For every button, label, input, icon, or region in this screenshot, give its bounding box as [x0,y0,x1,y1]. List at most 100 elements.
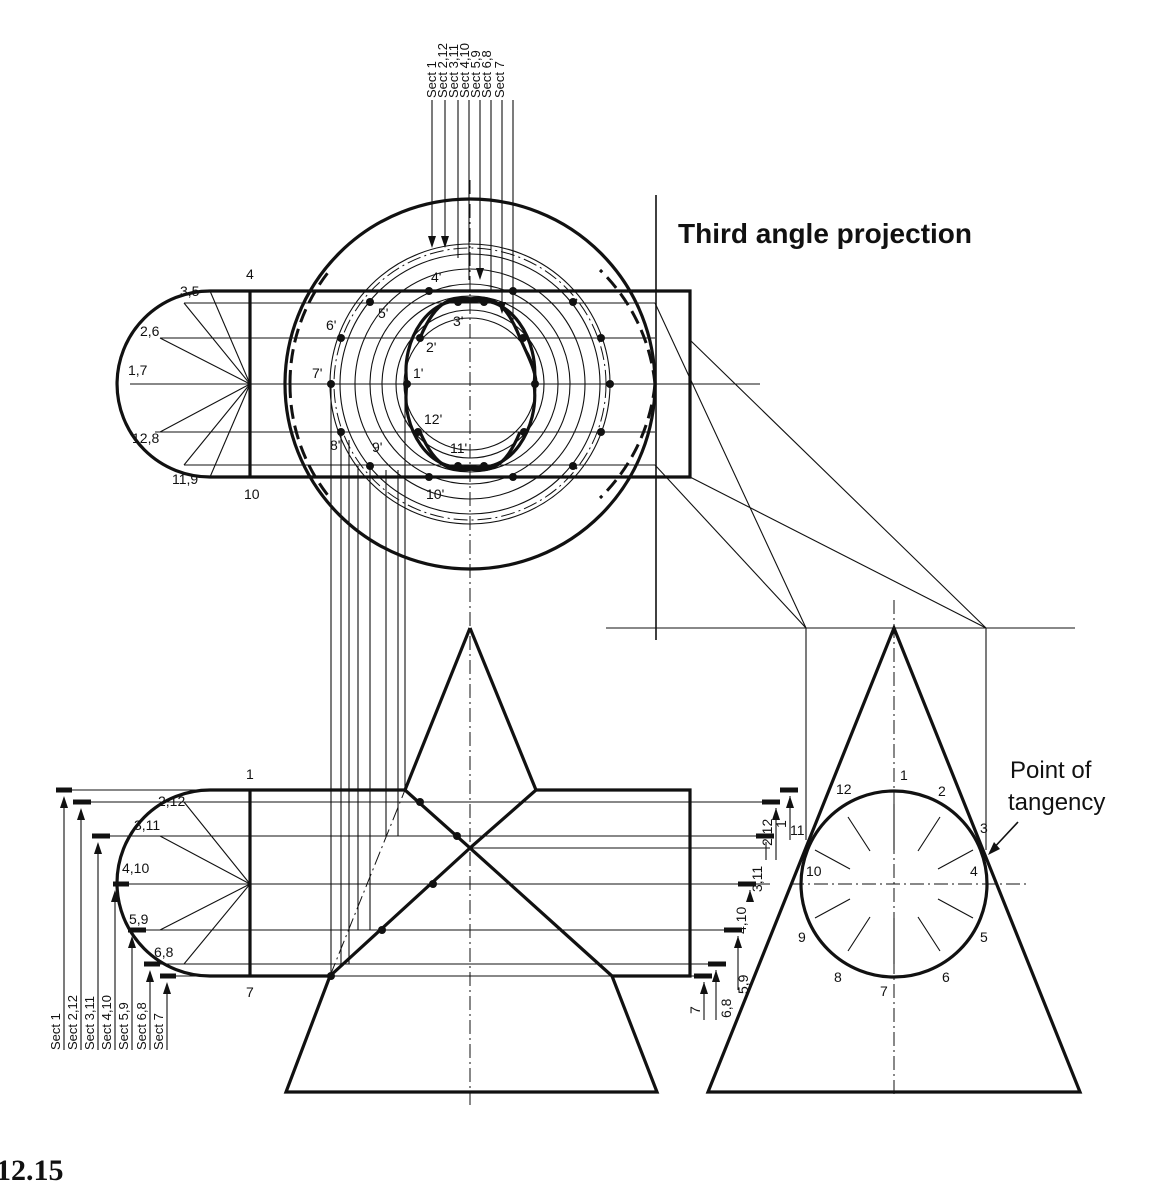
hidden-arc-left-lower [288,383,332,499]
fan-line [183,801,251,885]
right-label-5-9: 5,9 [735,974,751,994]
label-3p: 3' [453,313,463,329]
label-1-7: 1,7 [128,362,148,378]
label-2-6: 2,6 [140,323,160,339]
label-3-5: 3,5 [180,283,200,299]
front-label-5-9: 5,9 [129,911,149,927]
label-1p: 1' [413,365,423,381]
right-label-6-8: 6,8 [718,998,734,1018]
top-sect-label: Sect 5,9 [468,50,483,98]
end-label-9: 9 [798,929,806,945]
front-label-4-10: 4,10 [122,860,149,876]
top-sect-label: Sect 6,8 [479,50,494,98]
label-10: 10 [244,486,260,502]
label-8p: 8' [330,437,340,453]
label-10p: 10' [426,486,444,502]
note-point-of: Point of [1010,757,1092,784]
top-sect-label: Sect 4,10 [457,43,472,98]
label-5p: 5' [378,305,388,321]
hidden-arc-right-upper [598,268,657,385]
left-sect-label: Sect 4,10 [99,995,114,1050]
intersection-curve-inner [404,299,537,469]
right-label-1: 1 [773,820,789,828]
top-sect-label: Sect 7 [492,61,507,98]
right-label-7: 7 [687,1006,703,1014]
fan-line [159,383,251,433]
hidden-arc-left-upper [288,269,332,385]
left-sect-label: Sect 7 [151,1013,166,1050]
front-label-3-11: 3,11 [134,817,160,833]
hidden-arc-right-lower [598,383,657,500]
cone-generator-dashdot [329,789,406,977]
cyl-right [536,788,692,978]
label-11-9: 11,9 [172,471,198,487]
left-section-markers [56,787,176,1050]
label-12p: 12' [424,411,442,427]
fan-line [159,883,251,931]
label-2p: 2' [426,339,436,355]
fan-line [209,290,251,385]
end-label-3: 3 [980,820,988,836]
projector-diag-c [654,464,807,629]
left-sect-label: Sect 1 [48,1013,63,1050]
front-points [327,798,461,980]
label-11p: 11' [450,440,467,456]
cone-lower [283,975,660,1094]
top-sect-label: Sect 1 [424,61,439,98]
front-label-6-8: 6,8 [154,944,174,960]
label-9p: 9' [372,439,382,455]
top-sect-label: Sect 2,12 [435,43,450,98]
end-label-12: 12 [836,781,852,797]
top-section-labels: Sect 1 Sect 2,12 Sect 3,11 Sect 4,10 Sec… [424,43,507,98]
right-label-2-12: 2,12 [759,819,775,846]
front-label-1: 1 [246,766,254,782]
end-view: 1 2 3 4 5 6 7 8 9 10 11 12 [705,600,1083,1095]
end-view-radials [814,804,974,964]
end-label-1: 1 [900,767,908,783]
top-section-markers [428,100,514,320]
label-4: 4 [246,266,254,282]
fan-line [183,883,251,965]
left-sect-label: Sect 5,9 [116,1002,131,1050]
end-label-7: 7 [880,983,888,999]
note-tangency: tangency [1008,789,1105,816]
front-label-2-12: 2,12 [158,793,185,809]
projector-diag-b [689,339,987,629]
right-section-markers [694,787,798,1020]
front-view: 1 2,12 3,11 4,10 5,9 6,8 7 [56,384,770,1094]
left-sect-label: Sect 6,8 [134,1002,149,1050]
cone-right-upper [468,627,538,791]
label-6p: 6' [326,317,336,333]
intersection-curve-arc-b [418,296,485,339]
fan-line [209,383,251,478]
cone-left-upper [403,627,472,791]
label-4p: 4' [431,269,441,285]
fan-line [183,383,251,466]
projector-diag-d [689,476,987,629]
fan-line [183,302,251,385]
projector-diag-a [654,302,807,629]
plan-aux-semicircle [115,289,250,479]
end-label-8: 8 [834,969,842,985]
left-section-labels: Sect 1 Sect 2,12 Sect 3,11 Sect 4,10 Sec… [48,995,166,1050]
figure-number: 12.15 [0,1154,64,1187]
tangency-arrowhead [988,842,1000,855]
right-label-11: 11 [790,822,805,838]
intersection-curve-arc-d [418,431,485,472]
end-label-2: 2 [938,783,946,799]
projection-title: Third angle projection [678,218,972,249]
label-12-8: 12,8 [132,430,159,446]
right-section-labels: 1 11 2,12 3,11 4,10 5,9 6,8 7 [687,819,805,1018]
intersection-curve-arc-c [457,431,522,472]
plan-view: 3,5 2,6 1,7 12,8 11,9 4 10 1' 2' 3' 4' 5… [115,180,1075,1105]
left-sect-label: Sect 2,12 [65,995,80,1050]
top-sect-label: Sect 3,11 [446,44,461,98]
left-sect-label: Sect 3,11 [82,996,97,1050]
intersect-lower [328,845,614,978]
right-label-4-10: 4,10 [733,907,749,934]
end-label-5: 5 [980,929,988,945]
right-label-3-11: 3,11 [749,866,765,892]
fan-line [159,835,251,885]
end-label-10: 10 [806,863,822,879]
